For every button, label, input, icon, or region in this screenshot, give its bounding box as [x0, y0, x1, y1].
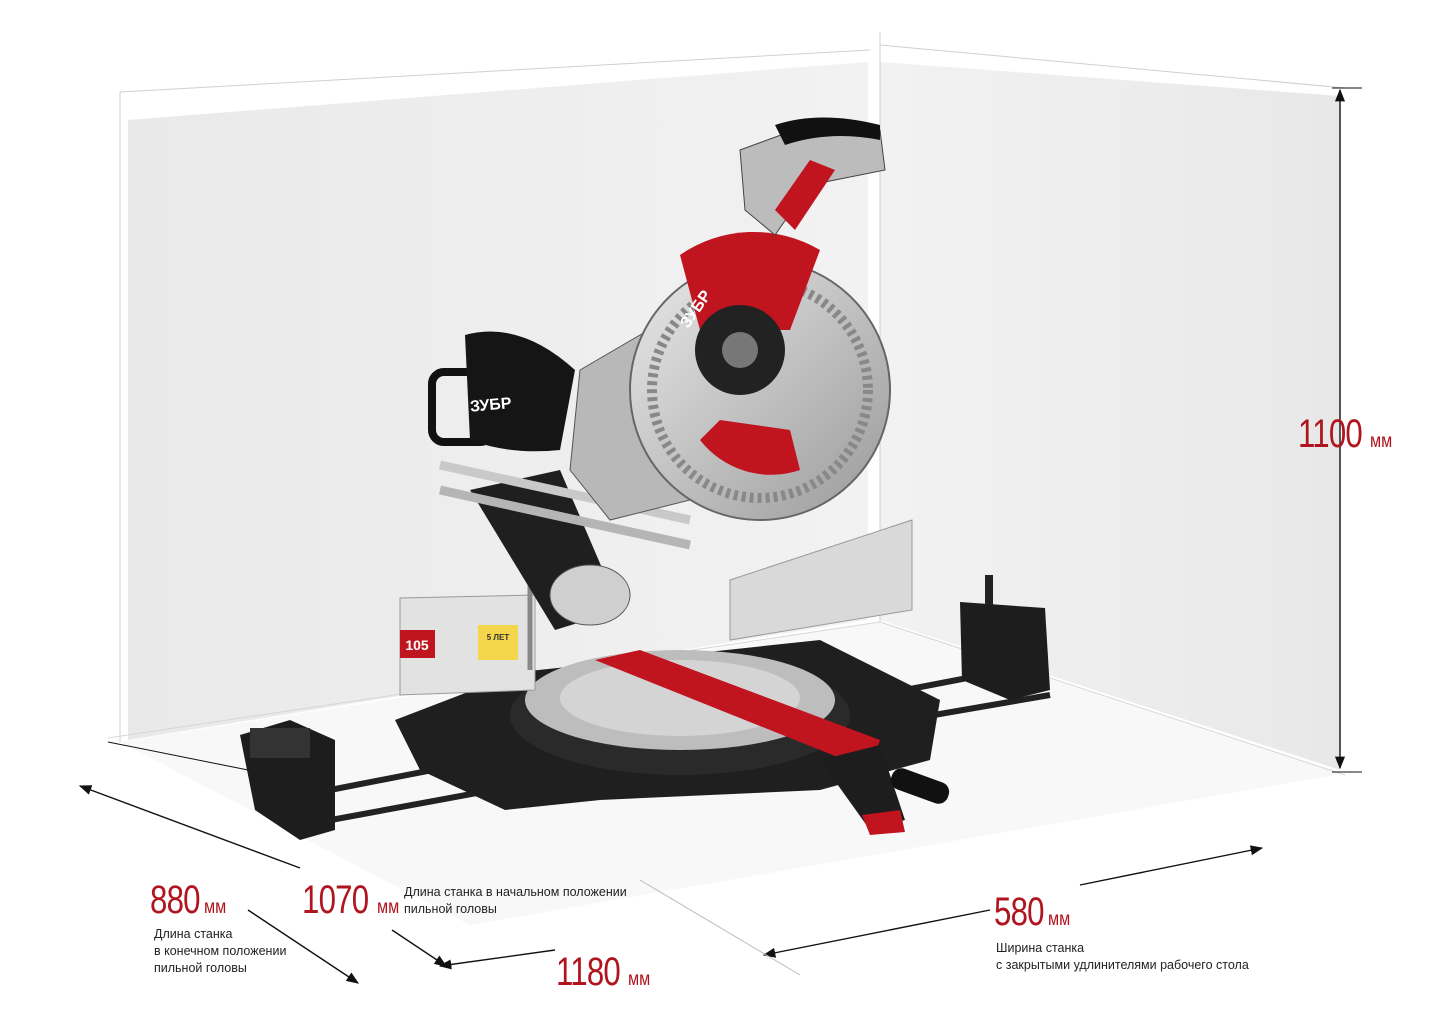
dim-height: 1100 мм — [1298, 412, 1396, 457]
dim-width-value: 580 — [994, 890, 1045, 934]
caption-line: Ширина станка — [996, 941, 1085, 955]
caption-line: пильной головы — [154, 961, 247, 975]
dim-length-start-unit: мм — [376, 897, 400, 918]
dim-length-start-value: 1070 — [302, 878, 369, 922]
bag-brand: ЗУБР — [469, 395, 512, 416]
caption-line: Длина станка в начальном положении — [404, 885, 627, 899]
dim-length-end-value: 880 — [150, 878, 201, 922]
caption-line: в конечном положении — [154, 944, 287, 958]
miter-saw-image: 105 5 ЛЕТ ЗУБР ЗУБР — [240, 117, 1051, 840]
dim-height-unit: мм — [1370, 431, 1393, 452]
dim-total-length-value: 1180 — [556, 950, 621, 994]
dimension-arrows — [78, 87, 1362, 984]
dim-length-end-unit: мм — [203, 897, 226, 918]
caption-line: пильной головы — [404, 902, 497, 916]
dim-length-start-caption: Длина станка в начальном положении пильн… — [404, 884, 627, 918]
dim-total-length-unit: мм — [628, 969, 651, 990]
dim-width-caption: Ширина станка с закрытыми удлинителями р… — [996, 940, 1249, 974]
dim-length-end: 880 мм — [150, 878, 230, 923]
dim-total-length: 1180 мм — [556, 950, 654, 995]
caption-line: Длина станка — [154, 927, 233, 941]
dim-width-unit: мм — [1047, 909, 1070, 930]
dim-width: 580 мм — [994, 890, 1074, 935]
warranty-badge: 5 ЛЕТ — [487, 633, 510, 642]
badge-number: 105 — [405, 637, 429, 653]
caption-line: с закрытыми удлинителями рабочего стола — [996, 958, 1249, 972]
dim-height-value: 1100 — [1298, 412, 1363, 456]
dim-length-start: 1070 мм — [302, 878, 403, 923]
dim-length-end-caption: Длина станка в конечном положении пильно… — [154, 926, 286, 977]
